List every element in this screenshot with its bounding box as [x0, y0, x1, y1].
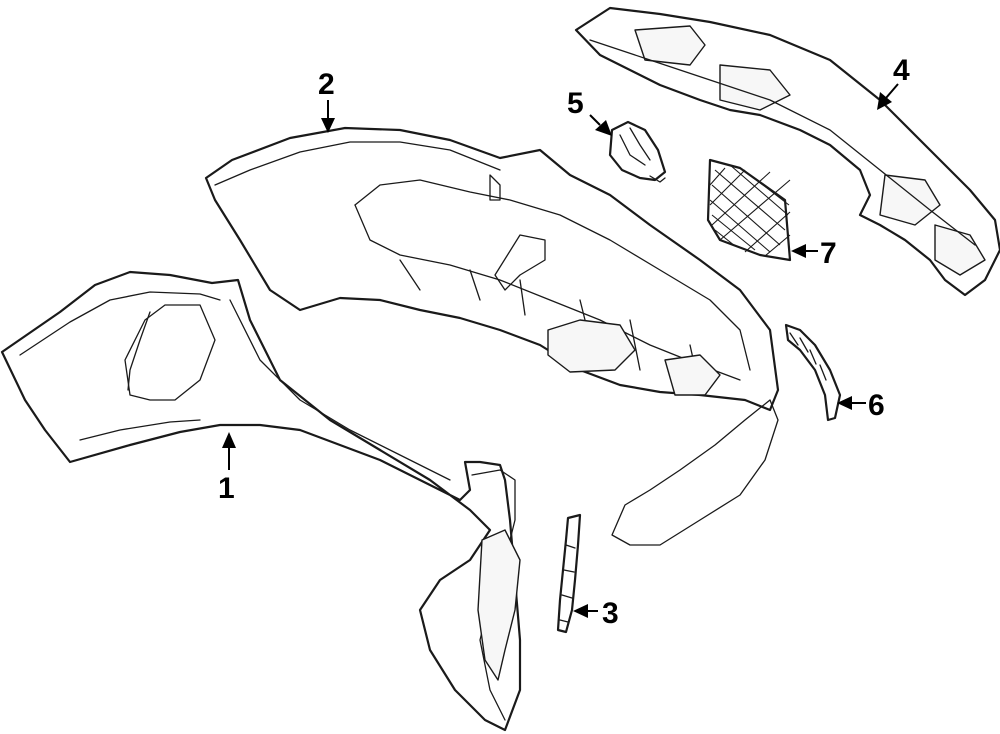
callout-1[interactable]: 1: [218, 432, 236, 505]
callout-label-6: 6: [868, 389, 885, 422]
callout-4[interactable]: 4: [877, 54, 910, 110]
part-3-reflector-strip[interactable]: [556, 513, 582, 634]
callout-7[interactable]: 7: [791, 237, 837, 270]
callout-label-7: 7: [820, 237, 837, 270]
callout-5[interactable]: 5: [567, 87, 612, 136]
part-5-bracket[interactable]: [608, 120, 667, 183]
part-7-grille-mesh[interactable]: [706, 158, 792, 262]
callout-label-4: 4: [893, 54, 910, 87]
callout-3[interactable]: 3: [573, 597, 619, 630]
part-4-diffuser-panel[interactable]: [574, 6, 1000, 297]
callout-6[interactable]: 6: [837, 389, 885, 422]
grille-mesh-pattern: [709, 164, 791, 257]
callout-label-2: 2: [318, 68, 335, 101]
callout-label-3: 3: [602, 597, 619, 630]
part-6-reflector-strip[interactable]: [784, 323, 842, 422]
part-1-bumper-cover[interactable]: [0, 270, 522, 732]
part-2-bumper-inner-cover[interactable]: [204, 126, 780, 546]
callout-label-5: 5: [567, 87, 584, 120]
callout-label-1: 1: [218, 472, 235, 505]
callout-2[interactable]: 2: [318, 68, 335, 133]
